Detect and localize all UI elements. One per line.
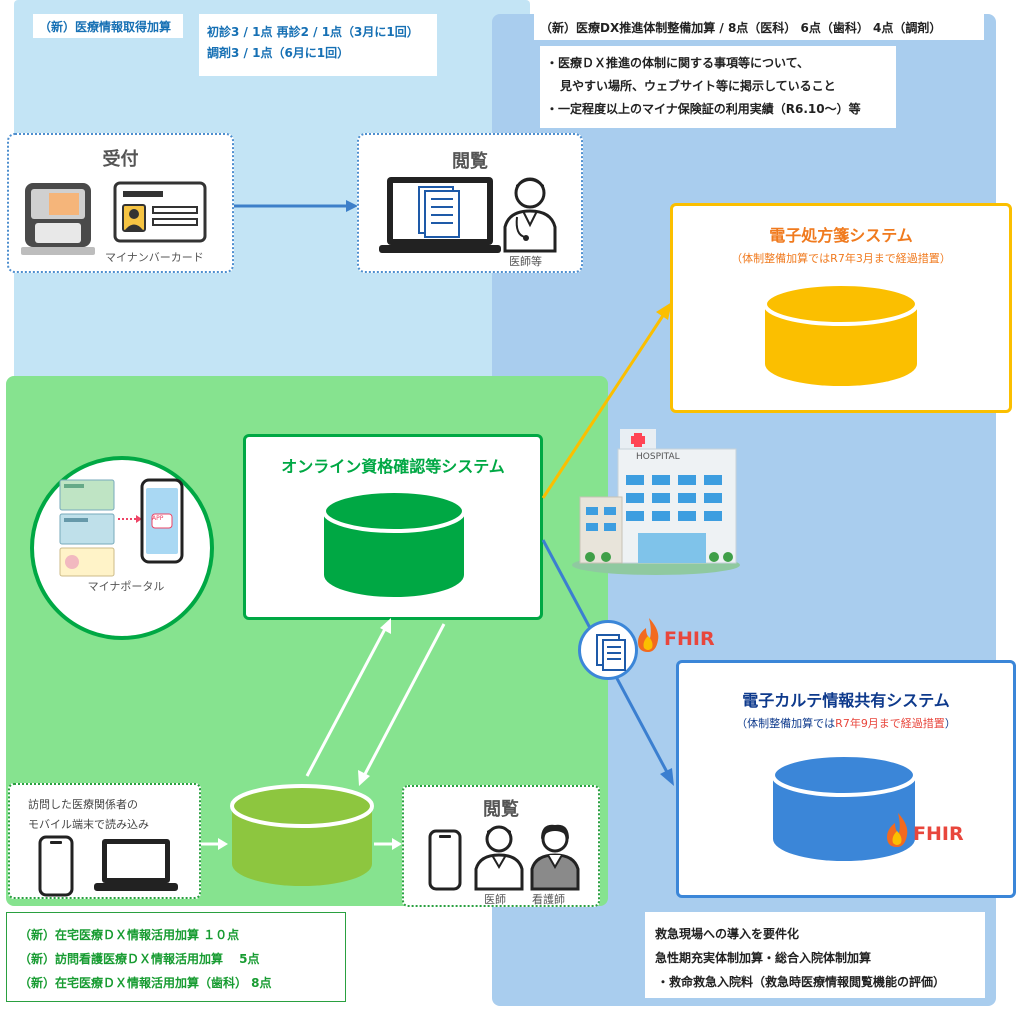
smartphone-icon bbox=[38, 835, 74, 897]
home-care-line1: （新）在宅医療ＤＸ情報活用加算 １０点 bbox=[19, 928, 240, 942]
hospital-icon bbox=[572, 429, 740, 575]
dotted-arrow-icon bbox=[118, 515, 142, 523]
ekarte-title: 電子カルテ情報共有システム bbox=[742, 691, 950, 710]
nurse-icon bbox=[530, 824, 580, 891]
dx-promotion-title: （新）医療DX推進体制整備加算 / 8点（医科） 6点（歯科） 4点（調剤） bbox=[534, 14, 984, 40]
laptop-icon bbox=[94, 839, 178, 891]
smartphone-app-icon bbox=[140, 478, 184, 564]
dx-promotion-requirements: ・医療ＤＸ推進の体制に関する事項等について、 見やすい場所、ウェブサイト等に掲示… bbox=[540, 46, 896, 128]
nurse-label: 看護師 bbox=[532, 893, 565, 906]
viewing-top-title: 閲覧 bbox=[452, 151, 488, 172]
info-acquisition-points: 初診3 / 1点 再診2 / 1点（3月に1回） 調剤3 / 1点（6月に1回） bbox=[199, 14, 437, 76]
emergency-line2: 急性期充実体制加算・総合入院体制加算 bbox=[655, 951, 872, 965]
ekarte-note: （体制整備加算ではR7年9月まで経過措置） bbox=[679, 715, 1013, 731]
ekarte-note-suffix: ） bbox=[944, 717, 956, 730]
info-acquisition-tag: （新）医療情報取得加算 bbox=[33, 14, 183, 38]
online-eligibility-system-box: オンライン資格確認等システム bbox=[243, 434, 543, 620]
ekarte-database-icon bbox=[771, 753, 917, 861]
home-care-dx-points: （新）在宅医療ＤＸ情報活用加算 １０点 （新）訪問看護医療ＤＸ情報活用加算 5点… bbox=[6, 912, 346, 1002]
visit-database-icon bbox=[230, 784, 374, 886]
home-care-line2: （新）訪問看護医療ＤＸ情報活用加算 5点 bbox=[19, 952, 260, 966]
online-eligibility-title: オンライン資格確認等システム bbox=[281, 457, 505, 476]
eprescription-note-highlight: R7年3月まで経過措置 bbox=[830, 252, 940, 265]
dx-req-line1: ・医療ＤＸ推進の体制に関する事項等について、 bbox=[546, 56, 810, 70]
mynaportal-label: マイナポータル bbox=[87, 580, 165, 593]
smartphone-bottom-icon bbox=[428, 829, 462, 891]
ekarte-note-prefix: （体制整備加算では bbox=[736, 717, 836, 730]
fhir-flame-icon bbox=[638, 618, 659, 652]
eprescription-title: 電子処方箋システム bbox=[769, 226, 913, 245]
mynumber-card-icon bbox=[113, 181, 207, 243]
dx-promotion-title-text: （新）医療DX推進体制整備加算 / 8点（医科） 6点（歯科） 4点（調剤） bbox=[540, 21, 942, 35]
viewing-bottom-title: 閲覧 bbox=[483, 799, 519, 820]
fhir-label: FHIR bbox=[664, 628, 715, 650]
viewing-bottom-box: 閲覧 医師 看護師 bbox=[402, 785, 600, 907]
doctor-bottom-icon bbox=[474, 825, 524, 891]
ekarte-system-box: 電子カルテ情報共有システム （体制整備加算ではR7年9月まで経過措置） FHIR bbox=[676, 660, 1016, 898]
insurance-cards-icon bbox=[59, 479, 115, 577]
reception-to-viewing-arrow bbox=[234, 200, 358, 212]
emergency-line1: 救急現場への導入を要件化 bbox=[655, 927, 800, 941]
mynaportal-circle: APP マイナポータル bbox=[30, 456, 214, 640]
home-care-line3: （新）在宅医療ＤＸ情報活用加算（歯科） 8点 bbox=[19, 976, 272, 990]
doctor-icon bbox=[503, 177, 557, 253]
visit-mobile-text: 訪問した医療関係者の モバイル端末で読み込み bbox=[28, 795, 149, 835]
viewing-top-box: 閲覧 医師等 bbox=[357, 133, 583, 273]
doctor-label: 医師等 bbox=[509, 255, 542, 268]
document-icon bbox=[596, 634, 626, 671]
info-acquisition-tag-text: （新）医療情報取得加算 bbox=[39, 20, 172, 34]
eprescription-system-box: 電子処方箋システム （体制整備加算ではR7年3月まで経過措置） bbox=[670, 203, 1012, 413]
dx-req-line2: 見やすい場所、ウェブサイト等に掲示していること bbox=[560, 79, 836, 93]
emergency-requirements: 救急現場への導入を要件化 急性期充実体制加算・総合入院体制加算 ・救命救急入院料… bbox=[645, 912, 985, 998]
hospital-sign: HOSPITAL bbox=[636, 452, 680, 462]
card-reader-kiosk-icon bbox=[21, 183, 95, 255]
eprescription-note-prefix: （体制整備加算では bbox=[731, 252, 831, 265]
mynumber-card-label: マイナンバーカード bbox=[105, 251, 204, 264]
reception-box: 受付 マイナンバーカード bbox=[7, 133, 234, 273]
doctor-bottom-label: 医師 bbox=[484, 893, 506, 906]
ekarte-fhir-flame-icon bbox=[887, 813, 908, 847]
laptop-documents-icon bbox=[379, 177, 501, 253]
eprescription-note: （体制整備加算ではR7年3月まで経過措置） bbox=[673, 250, 1009, 266]
ekarte-fhir-label: FHIR bbox=[913, 823, 964, 845]
online-eligibility-database-icon bbox=[322, 489, 466, 597]
reception-title: 受付 bbox=[102, 149, 139, 170]
dx-req-line3: ・一定程度以上のマイナ保険証の利用実績（R6.10〜）等 bbox=[546, 102, 861, 116]
visit-line1: 訪問した医療関係者の bbox=[28, 798, 138, 811]
app-label: APP bbox=[152, 515, 164, 522]
eprescription-note-suffix: ） bbox=[939, 252, 951, 265]
info-acquisition-line1: 初診3 / 1点 再診2 / 1点（3月に1回） bbox=[207, 25, 419, 39]
emergency-line3: ・救命救急入院料（救急時医療情報閲覧機能の評価） bbox=[657, 975, 946, 989]
eprescription-database-icon bbox=[763, 282, 919, 386]
visit-line2: モバイル端末で読み込み bbox=[28, 818, 149, 831]
info-acquisition-line2: 調剤3 / 1点（6月に1回） bbox=[207, 46, 350, 60]
visit-mobile-box: 訪問した医療関係者の モバイル端末で読み込み bbox=[8, 783, 201, 899]
fhir-document-circle bbox=[578, 620, 638, 680]
ekarte-note-highlight: R7年9月まで経過措置 bbox=[835, 717, 945, 730]
